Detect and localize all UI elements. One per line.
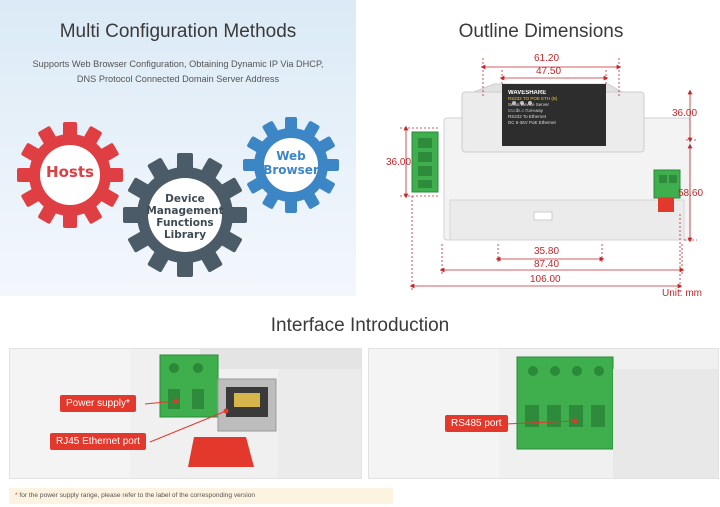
wb-label-line-1: Web <box>276 149 306 163</box>
hosts-gear-icon <box>17 122 123 228</box>
dim-bottom-mid: 87.40 <box>534 259 560 270</box>
right-interface-photo: RS485 port <box>368 348 719 479</box>
device-right-view <box>499 349 718 478</box>
config-methods-panel: Multi Configuration Methods Supports Web… <box>0 0 356 296</box>
description-line-1: Supports Web Browser Configuration, Obta… <box>32 59 324 69</box>
dim-left-side: 36.00 <box>386 157 412 168</box>
outline-dimensions-panel: Outline Dimensions <box>362 0 720 305</box>
dim-right-top: 36.00 <box>672 108 698 119</box>
led-label-pwr: PWR <box>508 108 518 113</box>
dm-label-line-4: Library <box>163 229 207 241</box>
config-methods-title: Multi Configuration Methods <box>59 21 297 42</box>
led-label-link: LINK <box>518 108 528 113</box>
dim-bottom-overall: 106.00 <box>530 274 561 285</box>
unit-label: Unit: mm <box>662 288 702 299</box>
device-brand: WAVESHARE <box>508 90 547 96</box>
dm-label-line-3: Functions <box>156 217 214 229</box>
interface-introduction-title: Interface Introduction <box>270 315 450 336</box>
dim-bottom-inner: 35.80 <box>534 246 560 257</box>
dim-right-side: 58.60 <box>678 188 704 199</box>
device-left-view <box>130 349 361 478</box>
device-line-3: Serial Device Server <box>508 102 550 107</box>
hosts-label-text: Hosts <box>46 163 94 181</box>
wb-label-line-2: Browser <box>263 163 319 177</box>
led-label-act: ACT <box>528 108 537 113</box>
note-asterisk: * <box>15 492 18 499</box>
device-line-4: Modbus Gateway <box>508 108 544 113</box>
dm-label-line-2: Management <box>146 205 224 217</box>
dimension-lines <box>400 58 697 292</box>
rj45-port-tag: RJ45 Ethernet port <box>50 433 146 450</box>
hosts-gear-label: Hosts <box>30 163 110 181</box>
dm-label-line-1: Device <box>165 193 205 205</box>
led-labels: PWR LINK ACT <box>508 108 536 113</box>
web-browser-gear-label: Web Browser <box>256 149 326 177</box>
tag-connector-line-rs485 <box>504 418 578 425</box>
device-management-gear-label: Device Management Functions Library <box>141 193 229 241</box>
dim-top-inner: 47.50 <box>536 66 562 77</box>
outline-dimensions-title: Outline Dimensions <box>458 21 624 42</box>
device-line-6: DC 6-36V PoE Ethernet <box>508 120 556 125</box>
note-text: for the power supply range, please refer… <box>17 492 256 499</box>
left-interface-photo: Power supply* RJ45 Ethernet port <box>9 348 362 479</box>
power-supply-tag: Power supply* <box>60 395 136 412</box>
web-browser-gear-icon <box>243 117 339 213</box>
device-management-gear-icon <box>123 153 247 277</box>
config-methods-description: Supports Web Browser Configuration, Obta… <box>10 57 346 87</box>
device-dimension-drawing <box>400 58 697 292</box>
dim-top-overall: 61.20 <box>534 53 560 64</box>
device-body <box>411 83 691 241</box>
device-front-label: WAVESHARE RS232 TO POE ETH (B) Serial De… <box>508 90 602 140</box>
rs485-port-tag: RS485 port <box>445 415 508 432</box>
power-supply-note: * for the power supply range, please ref… <box>9 488 393 504</box>
device-line-5: RS232 To Ethernet <box>508 114 546 119</box>
tag-connector-lines <box>144 398 229 443</box>
device-model: RS232 TO POE ETH (B) <box>508 96 558 101</box>
description-line-2: DNS Protocol Connected Domain Server Add… <box>76 74 280 84</box>
